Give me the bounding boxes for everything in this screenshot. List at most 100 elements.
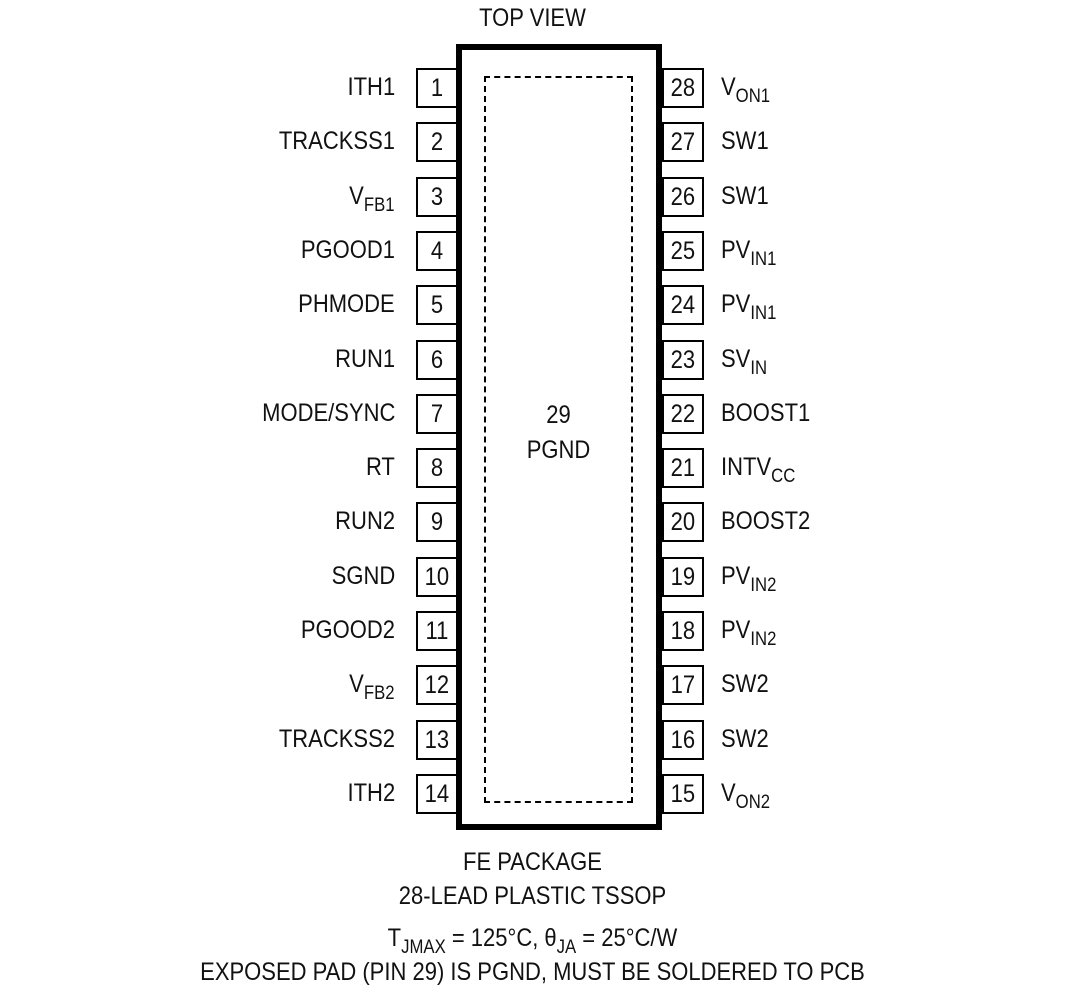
pin-name: TRACKSS1 — [278, 127, 395, 156]
exposed-pad-number: 29 — [546, 401, 571, 429]
pin-name: PV — [721, 235, 751, 264]
pin-name: SV — [721, 344, 751, 373]
pin-name: SW1 — [721, 181, 769, 210]
pin-name: PGOOD1 — [300, 235, 395, 264]
pin-number: 6 — [430, 345, 444, 374]
pin-number-box: 17 — [662, 665, 704, 706]
pin-label: INTVCC — [721, 447, 795, 487]
pin-number: 27 — [670, 128, 696, 157]
pin-number: 17 — [670, 671, 696, 700]
pin-number: 22 — [670, 399, 696, 428]
pin-name: RUN1 — [335, 344, 395, 373]
pin-number: 20 — [670, 508, 696, 537]
pin-number: 28 — [670, 74, 696, 102]
tj-symbol: T — [387, 924, 402, 952]
exposed-pad-note: EXPOSED PAD (PIN 29) IS PGND, MUST BE SO… — [200, 958, 865, 986]
pin-name-subscript: IN1 — [750, 248, 777, 270]
pin-name-subscript: CC — [771, 466, 796, 488]
pin-name: BOOST1 — [721, 398, 811, 427]
pin-name: PV — [721, 290, 751, 319]
pin-number: 8 — [430, 454, 444, 483]
pin-name-subscript: FB1 — [364, 194, 395, 216]
pin-number: 19 — [670, 562, 696, 591]
pin-label: SW1 — [721, 121, 769, 161]
package-description: 28-LEAD PLASTIC TSSOP — [398, 882, 667, 910]
pin-number: 13 — [424, 725, 450, 754]
pin-number: 11 — [425, 617, 449, 645]
pin-label: SW1 — [721, 176, 769, 216]
theta-value: = 25°C/W — [576, 924, 678, 952]
pin-number-box: 22 — [662, 393, 704, 434]
pin-number: 26 — [670, 182, 696, 211]
pin-label: PVIN2 — [721, 556, 776, 596]
pin-name: V — [721, 73, 736, 101]
pin-label: TRACKSS1 — [279, 121, 395, 161]
theta-symbol: θ — [544, 924, 557, 952]
pin-name: SW1 — [721, 127, 769, 156]
theta-subscript: JA — [556, 937, 577, 958]
pin-name: ITH1 — [347, 73, 395, 101]
pin-name-subscript: IN2 — [750, 629, 777, 650]
pin-name: TRACKSS2 — [278, 724, 395, 753]
pin-number-box: 1 — [416, 68, 458, 108]
pin-label: TRACKSS2 — [279, 719, 395, 759]
pin-number-box: 7 — [416, 393, 458, 434]
pin-number-box: 26 — [662, 176, 704, 217]
pin-name-subscript: IN1 — [750, 303, 777, 325]
pin-label: VFB1 — [350, 176, 395, 216]
ic-package-body — [456, 44, 662, 830]
pin-number-box: 14 — [416, 773, 458, 814]
exposed-pad-outline — [484, 76, 633, 803]
pin-number: 15 — [670, 779, 696, 808]
pin-name: SGND — [331, 561, 395, 590]
pin-number-box: 25 — [662, 230, 704, 271]
pin-name: MODE/SYNC — [261, 398, 395, 427]
pin-label: PVIN1 — [721, 284, 776, 324]
pin-number-box: 24 — [662, 285, 704, 326]
pin-name: PV — [721, 561, 751, 590]
pin-name: ITH2 — [347, 778, 395, 807]
pin-name: PV — [721, 616, 751, 644]
pin-number-box: 19 — [662, 556, 704, 597]
tj-subscript: JMAX — [401, 937, 446, 958]
pin-number: 23 — [670, 345, 696, 374]
pin-label: VFB2 — [350, 664, 395, 704]
pin-name-subscript: IN2 — [750, 574, 777, 596]
pin-number-box: 6 — [416, 339, 458, 380]
pin-name: RUN2 — [335, 507, 395, 536]
pin-label: SW2 — [721, 719, 769, 759]
pin-number-box: 27 — [662, 122, 704, 163]
pin-label: BOOST1 — [721, 393, 810, 433]
pin-number-box: 20 — [662, 502, 704, 543]
pin-number: 4 — [430, 236, 444, 265]
pin-number-box: 9 — [416, 502, 458, 543]
pin-name: V — [721, 778, 736, 807]
pin-name-subscript: FB2 — [364, 683, 395, 705]
pin-label: PGOOD1 — [301, 230, 395, 270]
pin-label: BOOST2 — [721, 501, 810, 541]
pin-number: 3 — [430, 182, 444, 211]
pin-name-subscript: ON1 — [735, 86, 771, 107]
pin-name-subscript: ON2 — [735, 791, 771, 813]
pin-number-box: 21 — [662, 448, 704, 489]
pin-number-box: 12 — [416, 665, 458, 706]
pin-number: 2 — [430, 128, 444, 157]
thermal-spec: TJMAX = 125°C, θJA = 25°C/W — [64, 924, 1001, 957]
pin-label: PVIN2 — [721, 610, 776, 650]
pin-number-box: 2 — [416, 122, 458, 163]
pin-name: RT — [366, 453, 395, 482]
pin-number-box: 23 — [662, 339, 704, 380]
pin-number: 9 — [430, 508, 444, 537]
pin-number: 16 — [670, 725, 696, 754]
pin-number: 18 — [670, 617, 696, 645]
pin-number: 24 — [670, 291, 696, 320]
pin-name: SW2 — [721, 724, 769, 753]
pin-label: VON2 — [721, 773, 770, 813]
pin-number: 14 — [424, 779, 450, 808]
pin-number: 5 — [430, 291, 444, 320]
pin-number-box: 13 — [416, 719, 458, 760]
pin-label: ITH2 — [347, 773, 395, 813]
package-name: FE PACKAGE — [463, 848, 602, 876]
pin-number-box: 3 — [416, 176, 458, 217]
pin-label: VON1 — [721, 67, 770, 107]
